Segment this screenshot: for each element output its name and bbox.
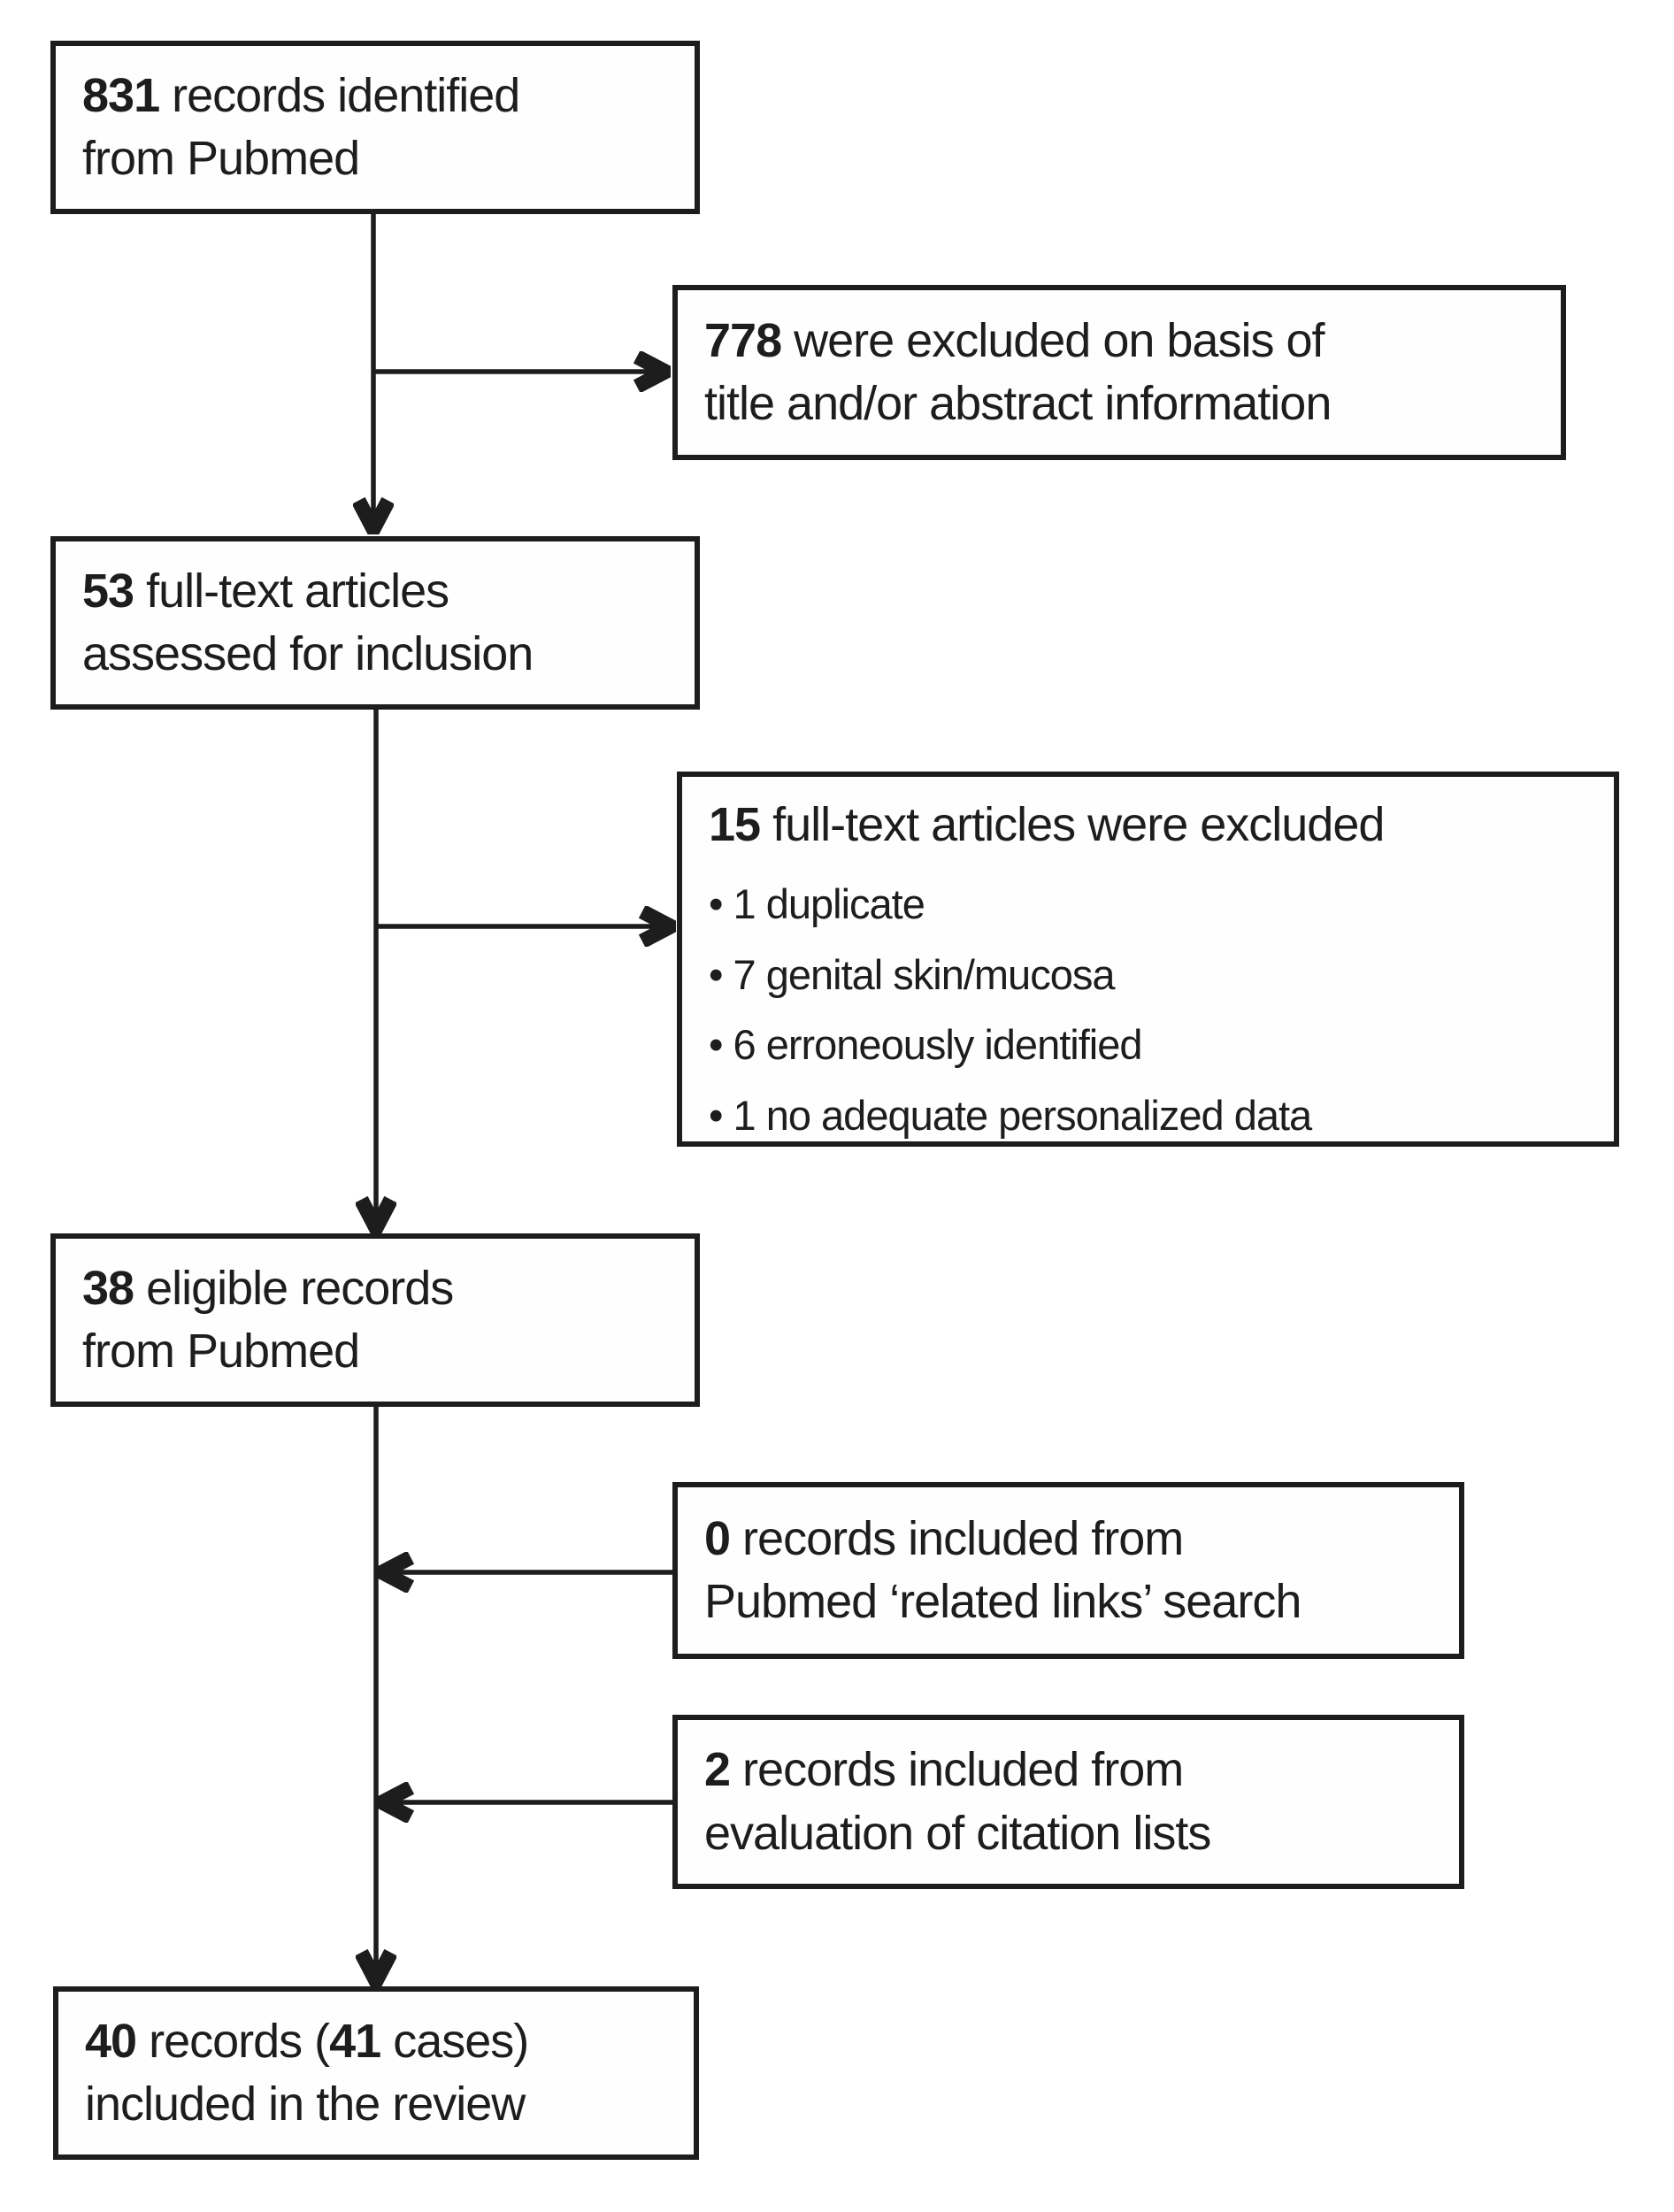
box-fulltext-excluded: 15 full-text articles were excluded • 1 …	[677, 772, 1619, 1147]
box-fulltext-excluded-title: 15 full-text articles were excluded	[709, 798, 1385, 851]
box-included-in-review: 40 records (41 cases)included in the rev…	[53, 1986, 699, 2160]
box-fulltext-excluded-reasons: • 1 duplicate• 7 genital skin/mucosa• 6 …	[709, 879, 1312, 1139]
box-included-in-review-text: 40 records (41 cases)included in the rev…	[85, 2014, 529, 2131]
